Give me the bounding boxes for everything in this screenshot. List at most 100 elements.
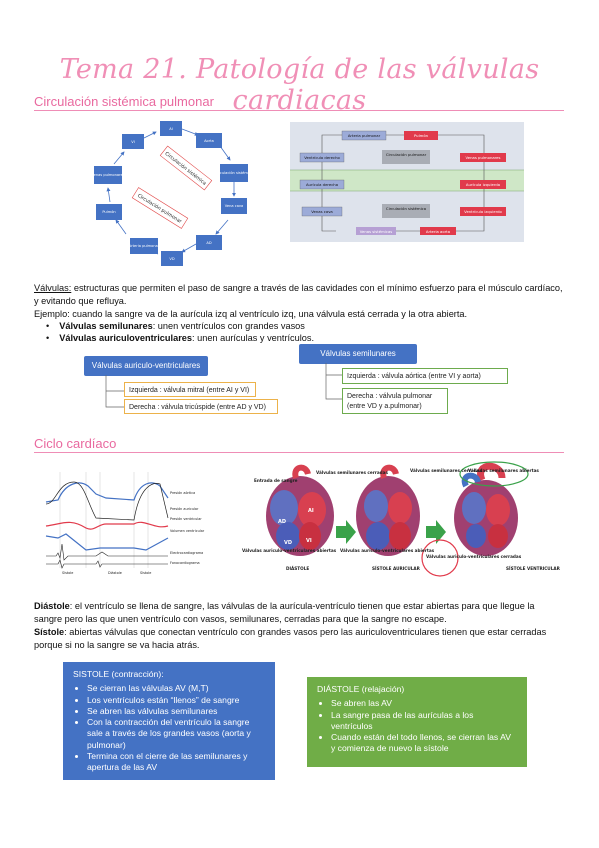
wiggers-diagram: Presión aórtica Presión auricular Presió…	[36, 464, 222, 576]
diastole-text: : el ventrículo se llena de sangre, las …	[34, 601, 535, 624]
list-item: Los ventrículos están “llenos” de sangre	[87, 695, 265, 706]
flow-label: Circulación pulmonar	[386, 152, 427, 157]
highlight-circle	[459, 461, 529, 487]
circulation-flow-diagram: Arteria pulmonar Pulmón Ventrículo derec…	[290, 122, 524, 242]
label-circ-pulmonar: Circulación pulmonar	[131, 187, 189, 229]
node-vena-cava	[221, 198, 247, 214]
diastole-box: DIÁSTOLE (relajación) Se abren las AV La…	[307, 677, 527, 767]
heart-diastole	[266, 464, 334, 556]
valvulas-definition: Válvulas: estructuras que permiten el pa…	[34, 282, 564, 308]
page-title: Tema 21. Patología de las válvulas cardi…	[59, 54, 540, 116]
av-left-box: Izquierda : válvula mitral (entre AI y V…	[124, 382, 256, 397]
node-label: VI	[131, 140, 135, 144]
cycle-nodes	[94, 121, 248, 266]
flow-node	[299, 179, 345, 190]
heart-label: Válvulas semilunares cerradas	[316, 470, 389, 475]
list-item: La sangre pasa de las aurículas a los ve…	[331, 710, 517, 733]
heart-label: Válvulas semilunares abiertas	[468, 468, 539, 473]
flow-label: Ventrículo derecho	[304, 155, 340, 160]
flow-label: Venas pulmonares	[466, 155, 501, 160]
semilunar-valves-header: Válvulas semilunares	[299, 344, 417, 364]
flow-label: Circulación sistémica	[386, 206, 426, 211]
node-ai	[160, 121, 182, 136]
flow-label: Venas sistémicas	[360, 229, 393, 234]
sl-right-line2: (entre VD y a.pulmonar)	[347, 403, 422, 410]
node-label: AD	[206, 241, 211, 245]
node-arteria-pulmonar	[130, 238, 158, 254]
heart-sistole-auricular	[356, 464, 420, 556]
sl-right-line1: Derecha : válvula pulmonar	[347, 393, 433, 400]
heart-sistole-ventricular	[454, 462, 518, 556]
flow-node	[301, 206, 343, 217]
sl-left-box: Izquierda : válvula aórtica (entre VI y …	[342, 368, 508, 384]
wiggers-label: Presión auricular	[170, 507, 199, 511]
av-right-box: Derecha : válvula tricúspide (entre AD y…	[124, 399, 278, 414]
node-label: AI	[169, 127, 173, 131]
wiggers-label: Fonocardiograma	[170, 561, 200, 565]
wiggers-label: Sístole	[140, 571, 151, 575]
highlight-circle	[421, 539, 459, 577]
flow-label: Pulmón	[414, 133, 429, 138]
flow-label: Aurícula izquierda	[466, 182, 500, 187]
chamber-label: VD	[284, 540, 292, 546]
heart-label: DIÁSTOLE	[286, 566, 309, 571]
node-pulmon	[96, 204, 122, 220]
sl-connector	[325, 363, 342, 400]
sistole-text: : abiertas válvulas que conectan ventríc…	[34, 627, 547, 650]
node-vd	[161, 251, 183, 266]
av-valves-header: Válvulas auriculo-ventriculares	[84, 356, 208, 376]
list-item: Se cierran las válvulas AV (M,T)	[87, 683, 265, 694]
diastole-term: Diástole	[34, 601, 70, 611]
flow-label: Aurícula derecha	[306, 182, 338, 187]
flow-node	[382, 204, 430, 218]
node-circ-sistemica	[220, 164, 248, 182]
diastole-paragraph: Diástole: el ventrículo se llena de sang…	[34, 600, 564, 626]
arrow-right-icon	[336, 520, 356, 544]
flow-node	[420, 227, 456, 235]
heart-label: Válvulas semilunares cerradas	[410, 468, 483, 473]
sistole-box: SISTOLE (contracción): Se cierran las vá…	[63, 662, 275, 780]
label-circ-sistemica: Circulación sistémica	[159, 145, 213, 191]
section-divider	[34, 452, 564, 453]
chamber-label: AD	[278, 519, 286, 525]
list-item: Con la contracción del ventrículo la san…	[87, 717, 265, 751]
node-ad	[196, 235, 222, 250]
flow-label: Ventrículo izquierdo	[464, 209, 502, 214]
wiggers-label: Sístole	[62, 571, 73, 575]
flow-node	[460, 180, 506, 189]
valvulas-term: Válvulas:	[34, 283, 72, 293]
flow-label: Arteria aorta	[426, 229, 450, 234]
svg-text:Circulación pulmonar: Circulación pulmonar	[136, 192, 183, 225]
flow-node	[460, 207, 506, 216]
flow-node	[460, 153, 506, 162]
heart-cycle-figure: AD AI VD VI Entrada de sangre Válvulas s…	[242, 461, 561, 577]
bullet-semilunares: •Válvulas semilunares: unen ventrículos …	[46, 321, 305, 331]
svg-text:Circulación sistémica: Circulación sistémica	[164, 150, 208, 187]
chamber-label: VI	[306, 538, 312, 544]
heart-label: Entrada de sangre	[254, 478, 298, 483]
wiggers-label: Presión ventricular	[170, 517, 202, 521]
section-heading-ciclo: Ciclo cardíaco	[34, 436, 117, 451]
wiggers-label: Diástole	[108, 571, 122, 575]
node-label: VD	[169, 257, 174, 261]
flow-label: Arteria pulmonar	[348, 133, 381, 138]
list-item: Termina con el cierre de las semilunares…	[87, 751, 265, 774]
flow-node	[356, 227, 396, 235]
node-venas-pulmonares	[94, 166, 122, 184]
bullet-bold: Válvulas auriculoventriculares	[59, 333, 192, 343]
heart-label: Válvulas auriculo-ventriculares abiertas	[242, 548, 337, 553]
section-divider	[34, 110, 564, 111]
flow-node	[404, 131, 438, 140]
node-label: Pulmón	[102, 210, 115, 214]
diastole-box-title: DIÁSTOLE (relajación)	[317, 684, 405, 694]
node-label: Circulación sistémica	[215, 171, 253, 175]
arrow-right-icon	[426, 520, 446, 544]
wiggers-label: Volumen ventricular	[170, 529, 205, 533]
node-label: Vena cava	[225, 204, 244, 208]
node-label: Aorta	[204, 139, 214, 143]
list-item: Se abren las válvulas semilunares	[87, 706, 265, 717]
bullet-text: : unen ventrículos con grandes vasos	[152, 321, 305, 331]
heart-label: SÍSTOLE AURICULAR	[372, 566, 421, 571]
node-label: Arteria pulmonar	[129, 244, 160, 248]
flow-node	[382, 150, 430, 164]
